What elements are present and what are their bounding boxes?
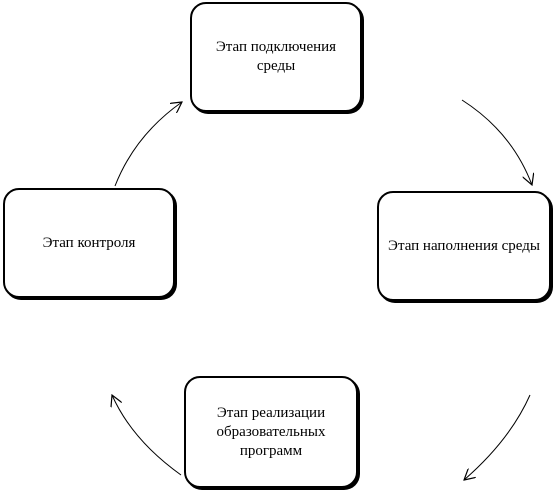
arrow-right-to-bottom: [464, 394, 531, 480]
stage-label-filling: Этап наполнения среды: [388, 237, 540, 254]
arrow-bottom-to-left: [112, 395, 182, 476]
stage-label-implementation: Этап реализации образовательных программ: [216, 404, 326, 459]
stage-box-filling: Этап наполнения среды: [377, 191, 551, 301]
stage-box-implementation: Этап реализации образовательных программ: [184, 376, 358, 488]
stage-box-connection: Этап подключения среды: [190, 2, 362, 112]
stage-label-connection: Этап подключения среды: [215, 39, 337, 74]
stage-label-control: Этап контроля: [42, 234, 136, 251]
arrow-top-to-right: [461, 99, 532, 185]
arrow-left-to-top: [114, 102, 182, 187]
stage-box-control: Этап контроля: [3, 188, 175, 298]
